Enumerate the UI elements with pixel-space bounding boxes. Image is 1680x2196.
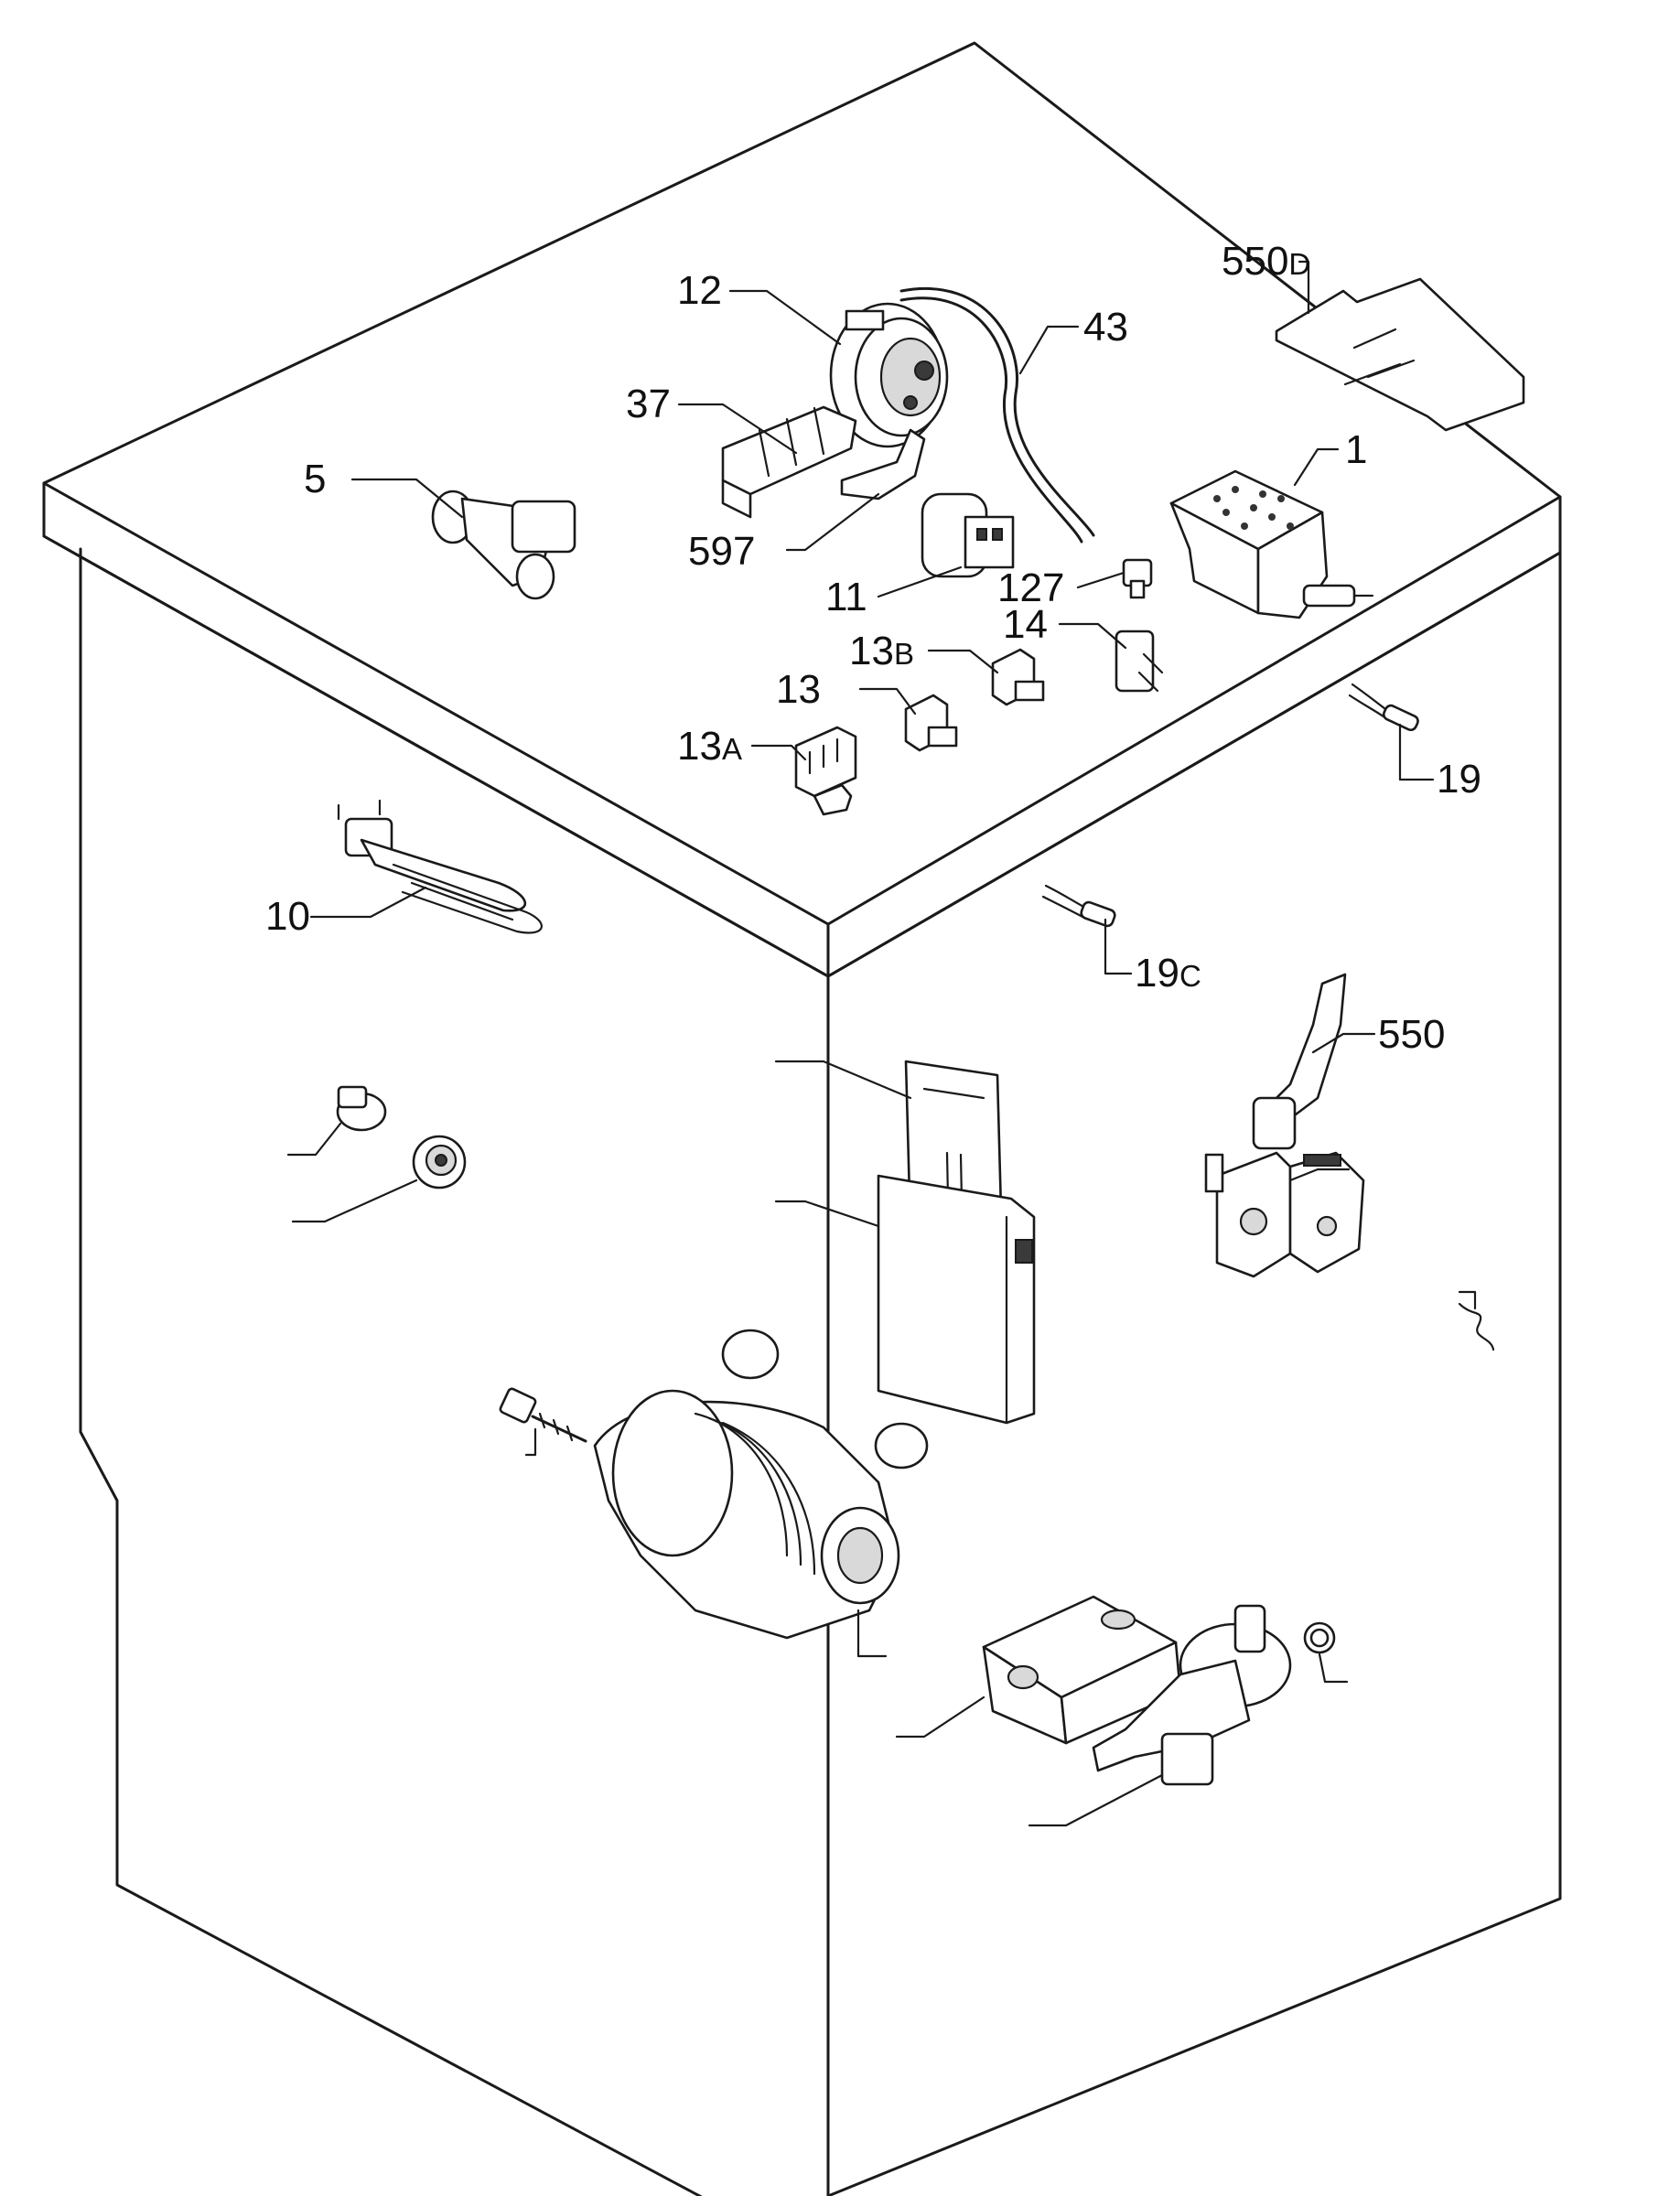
cover-plate-drawing — [1275, 277, 1525, 432]
knob-drawing — [412, 1135, 467, 1190]
drain-pump-drawing — [1092, 1604, 1336, 1786]
cabinet-left-side — [79, 547, 703, 2196]
spring-drawing — [1458, 1302, 1495, 1351]
part-label-550d: 550D — [1222, 239, 1310, 284]
dispenser-box-drawing — [877, 1174, 1036, 1425]
small-connector-drawing — [1122, 558, 1153, 599]
leader-lines — [286, 260, 1477, 1827]
cabinet-right-side — [826, 551, 1562, 2196]
sensor-19-drawing — [1348, 683, 1419, 732]
hose-drawing-inner — [899, 296, 1083, 544]
part-labels: 550D 12 43 37 5 1 597 11 127 4314 13B 13… — [265, 239, 1481, 1057]
part-label-10: 10 — [265, 894, 310, 939]
door-lock-drawing — [1204, 1151, 1365, 1278]
cabinet-top-front-edge — [42, 534, 830, 978]
part-label-13a: 13A — [677, 724, 742, 769]
part-label-12: 12 — [677, 268, 722, 313]
part-label-13b: 13B — [849, 629, 914, 673]
motor-drawing — [593, 1329, 929, 1640]
part-label-11: 11 — [825, 575, 867, 619]
suppressor-drawing — [1115, 630, 1164, 693]
cabinet-top-edge — [42, 41, 1562, 978]
cabinet-top-right-edge — [826, 551, 1562, 978]
connector-13b-drawing — [991, 648, 1045, 706]
cabinet-outline — [42, 41, 1562, 2196]
bolt-drawing — [499, 1387, 587, 1443]
part-label-5: 5 — [304, 457, 326, 501]
part-label-110: 43 — [1083, 305, 1128, 350]
lock-lever-drawing — [1252, 973, 1347, 1150]
part-label-597: 597 — [688, 529, 755, 574]
thermostat-drawing — [336, 1085, 387, 1132]
inlet-valve-drawing — [431, 490, 576, 600]
foam-block-drawing — [982, 1595, 1182, 1745]
terminal-block-drawing — [721, 405, 857, 519]
part-label-19: 19 — [1437, 757, 1481, 802]
programmer-drawing — [1169, 469, 1374, 619]
hose-drawing — [899, 287, 1095, 537]
part-label-127: 127 — [997, 565, 1064, 610]
heater-drawing — [337, 799, 543, 934]
connector-13-drawing — [904, 694, 958, 752]
capacitor-drawing — [921, 492, 1015, 578]
pressure-switch-drawing — [829, 302, 949, 448]
part-label-37: 37 — [626, 382, 671, 426]
clip-drawing — [840, 428, 926, 501]
part-label-13: 13 — [776, 667, 821, 712]
part-label-19c: 19C — [1135, 951, 1201, 996]
part-label-1: 1 — [1345, 427, 1367, 472]
part-label-43: 4314 — [1003, 602, 1048, 647]
part-label-550: 550 — [1378, 1012, 1445, 1057]
connector-13a-drawing — [794, 726, 857, 816]
sensor-19c-drawing — [1041, 884, 1116, 928]
